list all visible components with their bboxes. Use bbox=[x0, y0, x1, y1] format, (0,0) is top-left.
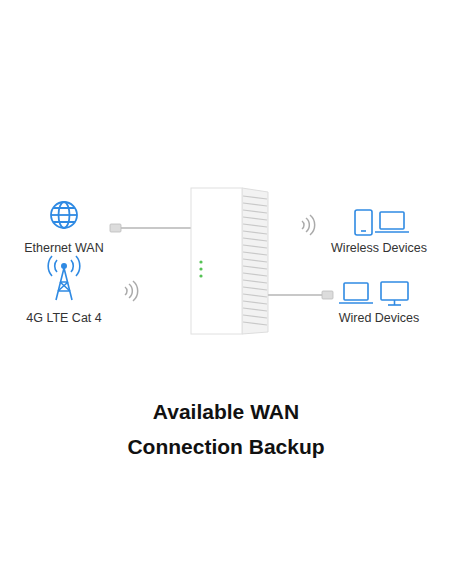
globe-icon bbox=[51, 202, 77, 228]
device-label: Wired Devices bbox=[339, 310, 420, 326]
device-label-group: Ethernet WAN bbox=[9, 236, 119, 256]
wireless-waves bbox=[302, 215, 315, 235]
laptop-icon bbox=[339, 283, 373, 303]
device-label: 4G LTE Cat 4 bbox=[26, 310, 102, 326]
diagram-title: Available WAN Connection Backup bbox=[111, 394, 341, 464]
device-label-group: 4G LTE Cat 4 bbox=[9, 306, 119, 326]
ethernet-cable bbox=[110, 224, 192, 232]
device-label-group: Wired Devices bbox=[324, 306, 434, 326]
device-label-group: Wireless Devices bbox=[324, 236, 434, 256]
monitor-icon bbox=[381, 282, 408, 305]
tower-icon bbox=[48, 256, 80, 300]
ethernet-cable bbox=[268, 291, 333, 299]
tablet-icon bbox=[355, 210, 372, 235]
laptop-icon bbox=[375, 212, 409, 232]
wireless-waves bbox=[125, 281, 138, 301]
router-device bbox=[191, 188, 268, 334]
device-label: Wireless Devices bbox=[331, 240, 427, 256]
device-label: Ethernet WAN bbox=[24, 240, 103, 256]
